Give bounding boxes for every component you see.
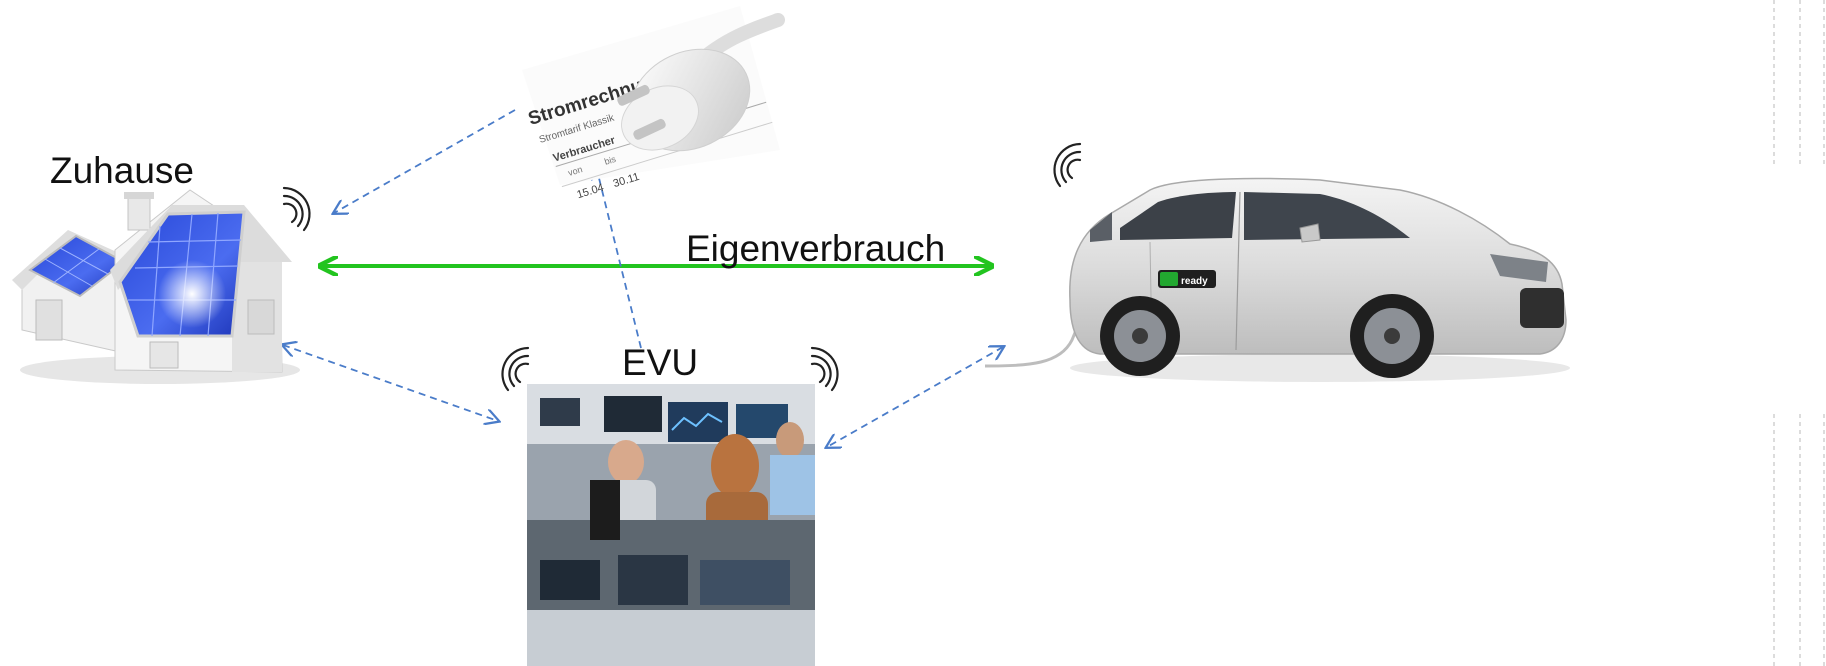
signal-icon-utility-left: [501, 346, 530, 392]
electric-car-icon: ready: [984, 177, 1570, 382]
edge-guides: [1773, 0, 1825, 666]
home-utility-arrow: [283, 345, 498, 421]
self-consumption-label: Eigenverbrauch: [686, 228, 946, 269]
signal-icon-home: [282, 186, 311, 232]
signal-icon-car: [1053, 142, 1082, 188]
connectors: [283, 109, 1003, 447]
car-badge-text: ready: [1181, 276, 1208, 287]
utility-to-bill-arrow: [596, 166, 642, 349]
plug-icon: [617, 13, 785, 152]
home-label: Zuhause: [50, 150, 194, 191]
bill-to-home-arrow: [334, 109, 516, 213]
house-icon: [12, 189, 300, 384]
control-room-photo: [527, 384, 815, 666]
bill-date-1: 15.04: [575, 182, 605, 202]
bill-col-from: von: [567, 164, 584, 178]
bill-col-to: bis: [603, 154, 617, 167]
car-utility-arrow: [827, 347, 1003, 447]
utility-label: EVU: [622, 342, 699, 383]
wireless-signal-icon: [282, 142, 1082, 392]
signal-icon-utility-right: [810, 346, 839, 392]
